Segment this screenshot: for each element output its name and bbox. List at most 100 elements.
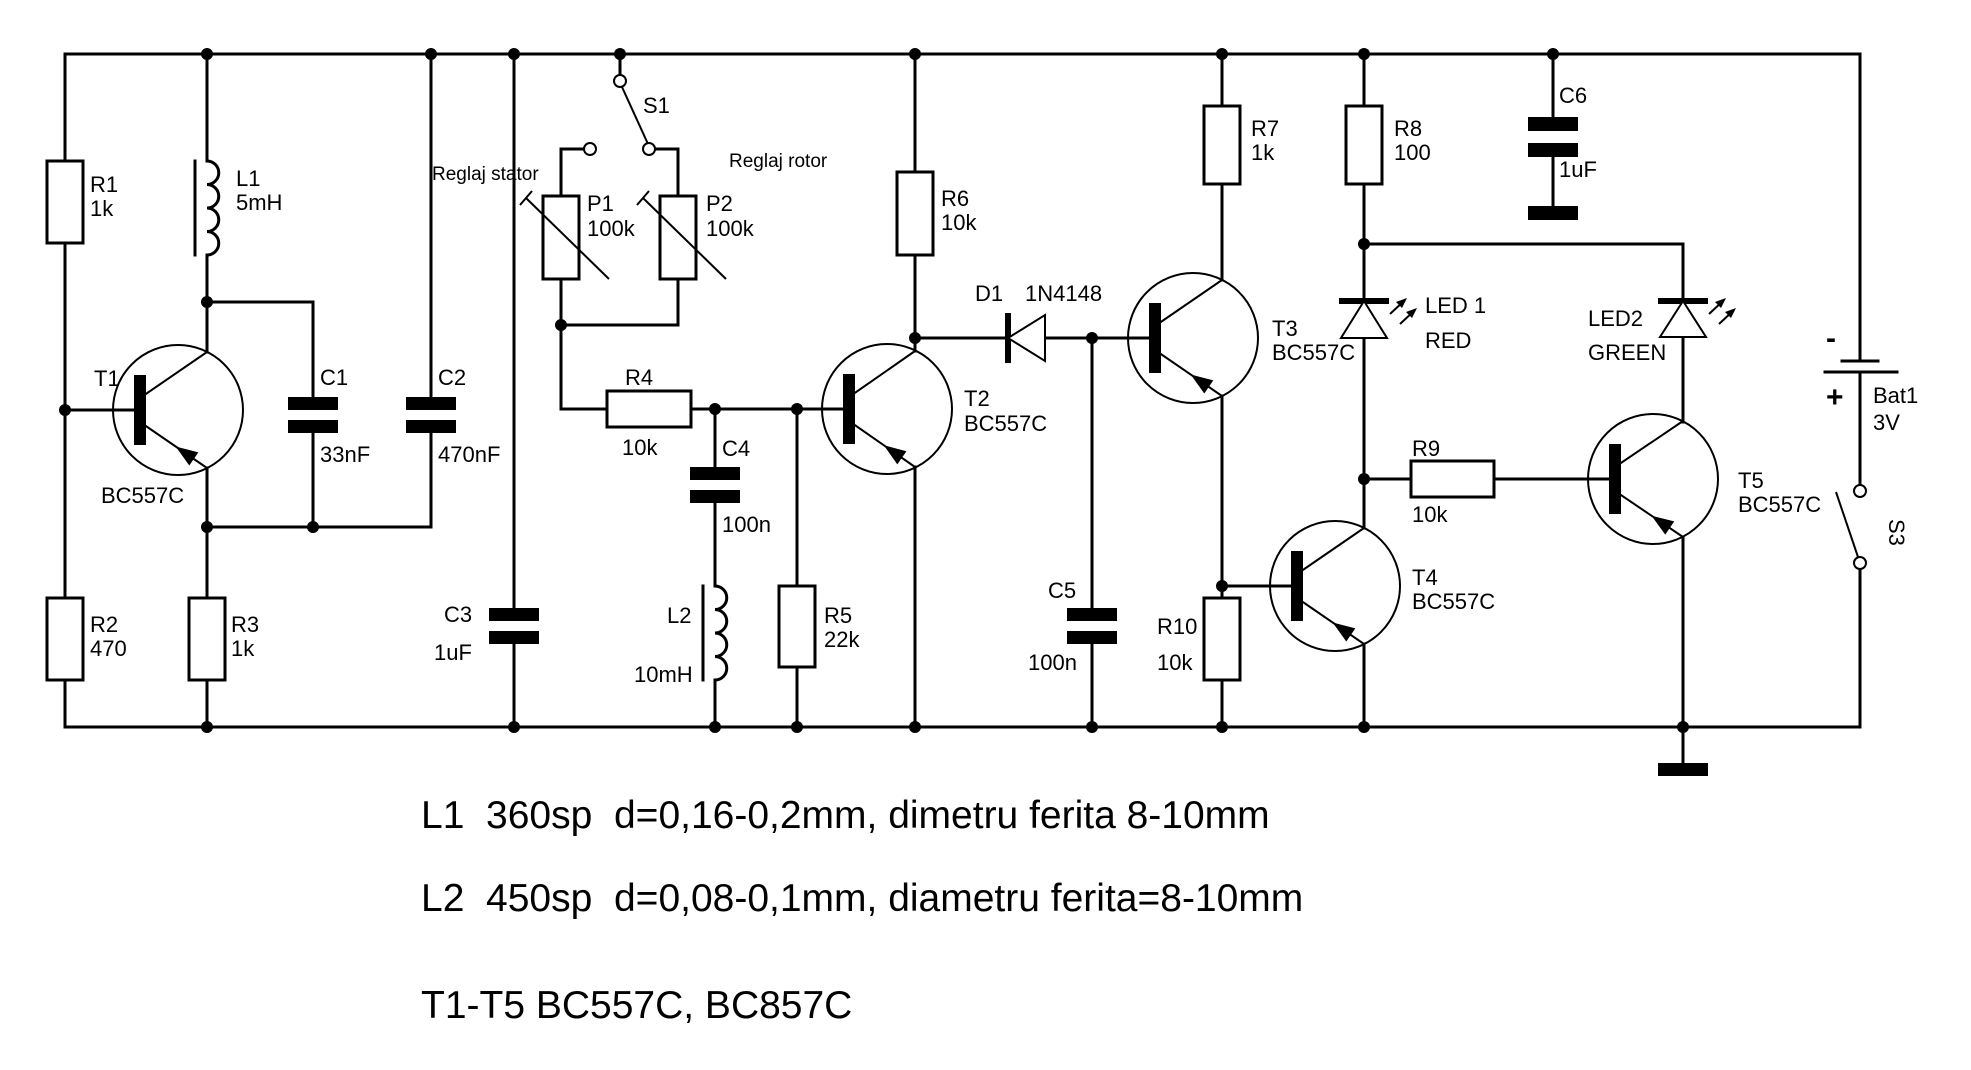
r3-value: 1k bbox=[231, 636, 255, 661]
t4-name: T4 bbox=[1412, 565, 1438, 590]
junction-dot bbox=[201, 296, 213, 308]
junction-dot bbox=[791, 403, 803, 415]
transistor-collector bbox=[848, 350, 916, 398]
junction-dot bbox=[909, 48, 921, 60]
r8-name: R8 bbox=[1394, 116, 1422, 141]
led1-color: RED bbox=[1425, 328, 1471, 353]
labels: R1 1k R2 470 R3 1k L1 5mH T1 BC557C C1 3… bbox=[90, 83, 1918, 687]
c4-value: 100n bbox=[722, 512, 771, 537]
wire bbox=[1362, 242, 1685, 303]
bat1-battery bbox=[1823, 359, 1899, 374]
switch-contact bbox=[642, 142, 656, 156]
t5-type: BC557C bbox=[1738, 492, 1821, 517]
battery-minus-sign: - bbox=[1826, 322, 1836, 355]
junction-dot bbox=[1358, 238, 1370, 250]
capacitor-plate bbox=[288, 420, 338, 433]
r1-value: 1k bbox=[90, 196, 114, 221]
p1-value: 100k bbox=[587, 216, 636, 241]
c3-name: C3 bbox=[444, 602, 472, 627]
t1-name: T1 bbox=[94, 366, 120, 391]
t3-type: BC557C bbox=[1272, 340, 1355, 365]
led-triangle bbox=[1339, 299, 1389, 339]
led2-name: LED2 bbox=[1588, 306, 1643, 331]
c6-capacitor bbox=[1528, 117, 1578, 220]
switch-contact bbox=[583, 142, 597, 156]
r7-resistor bbox=[1202, 104, 1242, 186]
diode-triangle bbox=[1006, 313, 1046, 363]
transistor-emitter-arrow bbox=[1651, 515, 1675, 535]
transistor-collector bbox=[1614, 420, 1684, 468]
junction-dot bbox=[1358, 473, 1370, 485]
battery-plus-sign: + bbox=[1826, 381, 1844, 414]
transistor-base-bar bbox=[1149, 303, 1161, 373]
l2-inductor bbox=[701, 584, 729, 682]
transistor-emitter bbox=[139, 421, 208, 469]
led2-color: GREEN bbox=[1588, 340, 1666, 365]
r9-resistor bbox=[1409, 459, 1496, 499]
p2-name: P2 bbox=[706, 191, 733, 216]
t4-transistor bbox=[1269, 520, 1401, 652]
transistor-emitter bbox=[1614, 490, 1684, 538]
capacitor-plate bbox=[489, 608, 539, 621]
wire bbox=[205, 300, 315, 399]
top-rail bbox=[63, 52, 1862, 363]
transistor-body bbox=[112, 344, 244, 476]
transistor-collector bbox=[139, 351, 208, 399]
junction-dot bbox=[1086, 332, 1098, 344]
transistor-base-bar bbox=[843, 374, 855, 444]
r7-name: R7 bbox=[1251, 116, 1279, 141]
d1-value: 1N4148 bbox=[1025, 281, 1102, 306]
note-l2: L2 450sp d=0,08-0,1mm, diametru ferita=8… bbox=[421, 877, 1303, 920]
transistor-emitter bbox=[848, 420, 916, 468]
t1-type: BC557C bbox=[101, 483, 184, 508]
switch-contact bbox=[1853, 484, 1867, 498]
c3-value: 1uF bbox=[434, 640, 472, 665]
junction-dot bbox=[201, 721, 213, 733]
led-light-arrowhead bbox=[1406, 308, 1417, 318]
l2-value: 10mH bbox=[634, 662, 693, 687]
capacitor-plate bbox=[1528, 143, 1578, 157]
r9-value: 10k bbox=[1412, 502, 1448, 527]
p2-value: 100k bbox=[706, 216, 755, 241]
s3-switch-lever bbox=[1835, 491, 1859, 558]
s1-name: S1 bbox=[643, 93, 670, 118]
junction-dot bbox=[201, 48, 213, 60]
capacitor-plate bbox=[1067, 608, 1117, 621]
r6-value: 10k bbox=[941, 210, 977, 235]
junction-dot bbox=[709, 403, 721, 415]
t2-transistor bbox=[821, 343, 953, 475]
junction-dot bbox=[425, 48, 437, 60]
capacitor-plate bbox=[690, 490, 740, 503]
s3-name: S3 bbox=[1884, 519, 1909, 546]
p1-potentiometer bbox=[519, 190, 610, 281]
junction-dot bbox=[1547, 48, 1559, 60]
r10-name: R10 bbox=[1157, 614, 1197, 639]
t2-type: BC557C bbox=[964, 411, 1047, 436]
transistor-body bbox=[821, 343, 953, 475]
t4-type: BC557C bbox=[1412, 589, 1495, 614]
l1-name: L1 bbox=[236, 166, 260, 191]
capacitor-plate bbox=[1067, 631, 1117, 644]
r5-value: 22k bbox=[824, 627, 860, 652]
c1-value: 33nF bbox=[320, 442, 370, 467]
junction-dot bbox=[555, 319, 567, 331]
potentiometer-adjust-tick bbox=[519, 190, 533, 206]
d1-diode bbox=[1005, 313, 1046, 363]
junction-dot bbox=[307, 521, 319, 533]
t1-transistor bbox=[112, 344, 244, 476]
transistor-emitter bbox=[1296, 597, 1365, 645]
l2-name: L2 bbox=[667, 603, 691, 628]
junction-dots bbox=[59, 48, 1689, 733]
capacitor-plate bbox=[406, 420, 456, 433]
t5-transistor bbox=[1587, 413, 1719, 545]
c4-name: C4 bbox=[722, 436, 750, 461]
led-light-arrowhead bbox=[1715, 298, 1726, 308]
c1-name: C1 bbox=[320, 365, 348, 390]
transistor-emitter bbox=[1154, 349, 1223, 397]
reglaj-rotor-label: Reglaj rotor bbox=[729, 151, 828, 172]
c5-capacitor bbox=[1067, 608, 1117, 644]
junction-dot bbox=[508, 721, 520, 733]
reglaj-stator-label: Reglaj stator bbox=[432, 164, 539, 185]
transistor-base-bar bbox=[1609, 444, 1621, 514]
